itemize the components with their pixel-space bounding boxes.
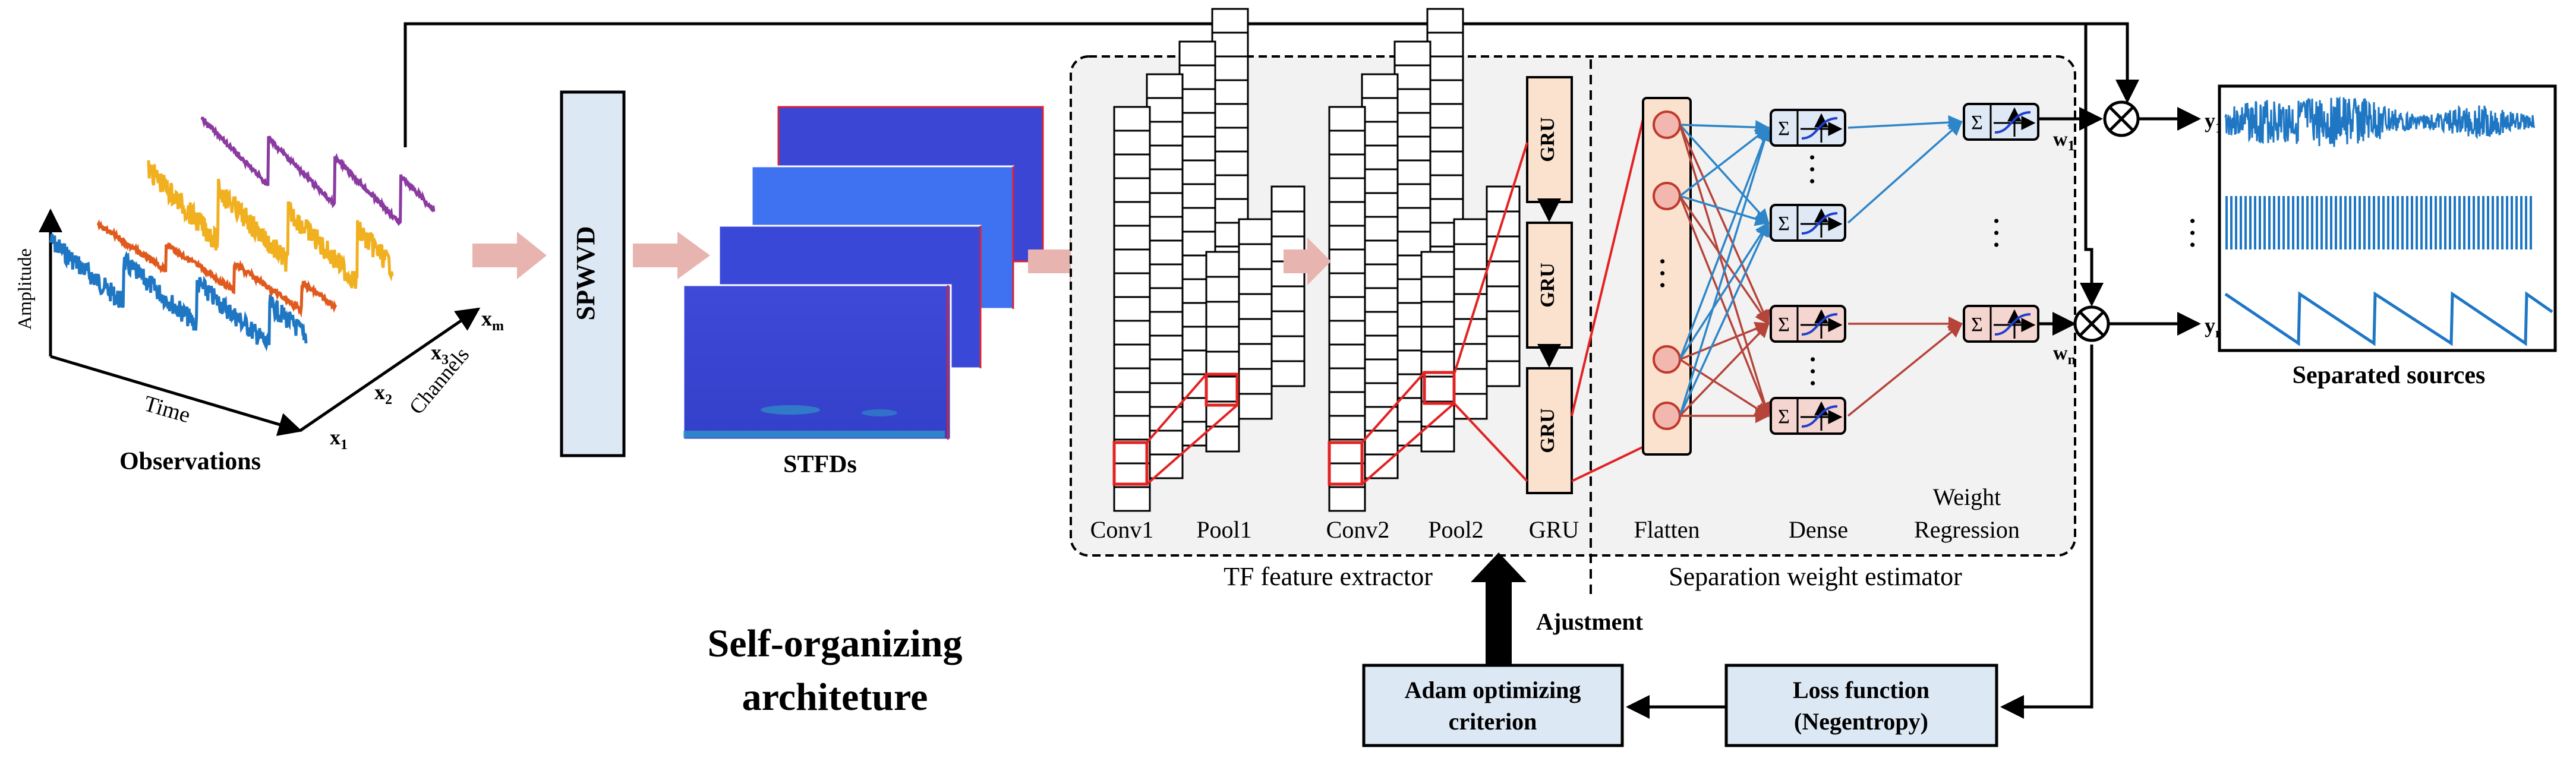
gru-block-label: GRU	[1537, 117, 1559, 162]
svg-text:Σ: Σ	[1778, 314, 1790, 336]
flatten-node	[1653, 110, 1681, 139]
svg-text:Σ: Σ	[1971, 112, 1983, 134]
flatten-node	[1653, 182, 1681, 210]
svg-text:Σ: Σ	[1778, 406, 1790, 428]
channel-label: xm	[481, 307, 504, 334]
layer-caption: GRU	[1529, 516, 1579, 543]
feedback-line-top	[403, 22, 2139, 147]
adjustment-label: Ajustment	[1536, 608, 1644, 635]
gru-block-label: GRU	[1537, 408, 1559, 453]
output-mixers	[2038, 24, 2201, 342]
layer-caption: Flatten	[1634, 516, 1700, 543]
dense-unit: Σ	[1770, 305, 1846, 343]
extractor-caption: TF feature extractor	[1224, 562, 1433, 591]
gru-block	[1526, 367, 1573, 494]
svg-text:Σ: Σ	[1778, 213, 1790, 235]
weight-regression-line2: Regression	[1914, 516, 2020, 543]
spwvd-block: SPWVD	[560, 90, 626, 457]
dense-unit: Σ	[1770, 397, 1846, 435]
time-axis	[50, 355, 302, 436]
adjustment-arrow	[1471, 552, 1527, 664]
stfd-plot	[682, 284, 952, 441]
adam-line1: Adam optimizing	[1405, 677, 1581, 703]
observation-signal	[147, 160, 394, 289]
weight-regression-line1: Weight	[1933, 484, 2001, 510]
regression-unit: Σ	[1963, 103, 2039, 141]
flatten-ellipsis: …	[1653, 255, 1692, 291]
flatten-layer: …	[1642, 97, 1692, 456]
dense-unit: Σ	[1770, 204, 1846, 242]
svg-text:Σ: Σ	[1778, 118, 1790, 140]
separated-sources-panel: … Separated sources	[2183, 84, 2557, 389]
red-connectors	[1453, 106, 1647, 482]
spwvd-label: SPWVD	[571, 226, 600, 321]
stfds-stack: STFDs	[682, 106, 1044, 478]
gru-block-label: GRU	[1537, 263, 1559, 308]
svg-text:Σ: Σ	[1971, 314, 1983, 336]
separated-caption: Separated sources	[2293, 362, 2486, 389]
estimator-caption: Separation weight estimator	[1669, 562, 1962, 591]
weight-w1: w1	[2053, 128, 2075, 154]
gru-stack: GRU GRU GRU	[1526, 76, 1573, 494]
separated-signal	[2224, 96, 2536, 147]
observation-signal	[200, 116, 436, 226]
amplitude-label: Amplitude	[14, 248, 35, 330]
layer-caption: Dense	[1789, 516, 1848, 543]
gru-block	[1526, 222, 1573, 349]
channel-label: x1	[330, 425, 348, 453]
loss-function-box	[1724, 664, 1998, 747]
arrow-spwvd-to-stfds	[633, 232, 710, 279]
stfds-caption: STFDs	[783, 451, 857, 478]
dense-ellipsis: …	[1803, 353, 1843, 389]
arrow-pool1-to-conv2	[1284, 238, 1331, 285]
adam-box	[1362, 664, 1624, 747]
regression-unit: Σ	[1963, 305, 2039, 343]
channel-label: x3	[431, 340, 449, 368]
observation-signal	[49, 233, 308, 352]
self-organizing-line1: Self-organizing	[708, 622, 963, 665]
flatten-node	[1653, 345, 1681, 374]
loss-line1: Loss function	[1793, 677, 1929, 703]
channels-axis	[299, 307, 481, 432]
conv-pool-layers	[1112, 8, 1521, 512]
channel-label: x2	[374, 380, 392, 408]
adam-line2: criterion	[1449, 708, 1537, 735]
layer-caption: Pool1	[1196, 516, 1251, 543]
flatten-node	[1653, 402, 1681, 430]
regression-ellipsis: …	[1987, 215, 2026, 251]
feedback-loop: Loss function (Negentropy) Adam optimizi…	[1362, 345, 2093, 747]
dense-ellipsis: …	[1803, 151, 1842, 187]
separated-signal	[2225, 196, 2532, 249]
self-organizing-line2: architeture	[742, 675, 928, 719]
layer-caption: Conv2	[1326, 516, 1390, 543]
observation-signal	[96, 219, 338, 318]
observations-caption: Observations	[119, 448, 261, 475]
dense-unit: Σ	[1770, 109, 1846, 147]
layer-caption: Conv1	[1090, 516, 1154, 543]
weight-wn: wn	[2053, 342, 2076, 368]
separated-signal	[2224, 291, 2553, 346]
loss-line2: (Negentropy)	[1794, 708, 1928, 735]
observation-signals	[49, 116, 436, 352]
dense-units: Σ Σ Σ Σ Σ Σ	[1770, 103, 2039, 435]
layer-caption: Pool2	[1428, 516, 1483, 543]
arrow-obs-to-spwvd	[472, 232, 547, 279]
dense-connections	[1679, 115, 1963, 424]
sources-ellipsis: …	[2183, 215, 2222, 251]
